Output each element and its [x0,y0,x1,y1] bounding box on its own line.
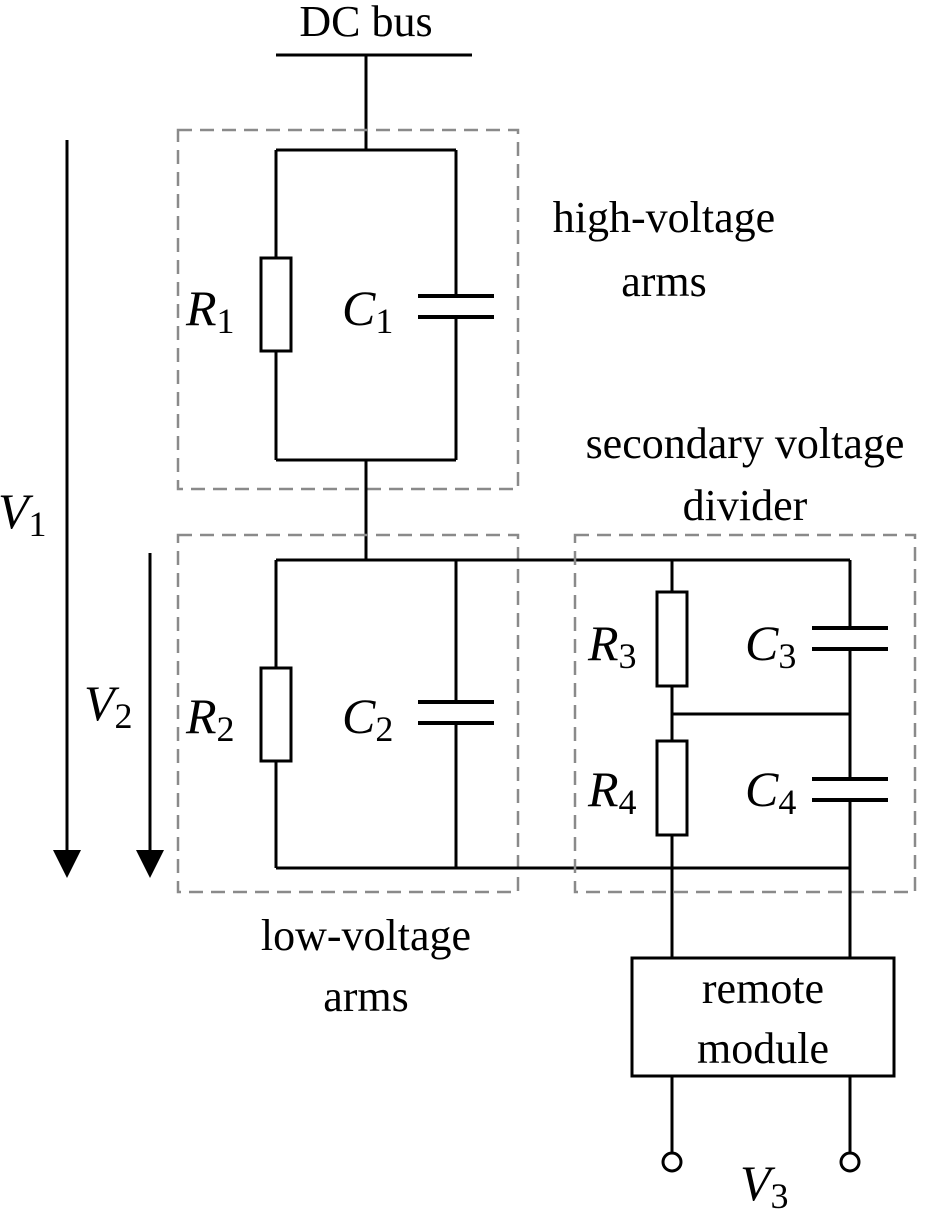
r1-resistor [259,256,293,353]
remote-module-label-line1: remote [702,964,824,1013]
r3-resistor [655,590,689,688]
v2-arrow-head [136,850,164,878]
output-terminal-right [839,1151,861,1173]
output-terminal-left [661,1151,683,1173]
secondary-divider-box [573,533,917,894]
high-voltage-arms-label-line2: arms [621,257,707,306]
r2-label: R2 [185,688,235,749]
v2-label: V2 [84,675,133,736]
c3-label: C3 [745,615,796,676]
c2-label: C2 [342,688,393,749]
high-voltage-arms-box [176,128,520,491]
c1-label: C1 [342,280,393,341]
v1-arrow-head [53,850,81,878]
c4-label: C4 [745,761,796,822]
r3-label: R3 [587,615,637,676]
r4-label: R4 [587,761,637,822]
dc-bus-label: DC bus [299,0,432,46]
r2-resistor [259,666,293,763]
remote-module-label-line2: module [697,1024,829,1073]
low-voltage-arms-label-line1: low-voltage [261,911,471,960]
secondary-divider-label-line1: secondary voltage [586,419,905,468]
low-voltage-arms-box [176,533,520,894]
low-voltage-arms-label-line2: arms [323,972,409,1021]
v1-label: V1 [0,483,47,544]
r1-label: R1 [185,280,235,341]
r4-resistor [655,739,689,837]
remote-module-box [630,956,896,1078]
high-voltage-arms-label-line1: high-voltage [553,193,775,242]
secondary-divider-label-line2: divider [683,481,808,530]
v3-label: V3 [740,1155,789,1212]
